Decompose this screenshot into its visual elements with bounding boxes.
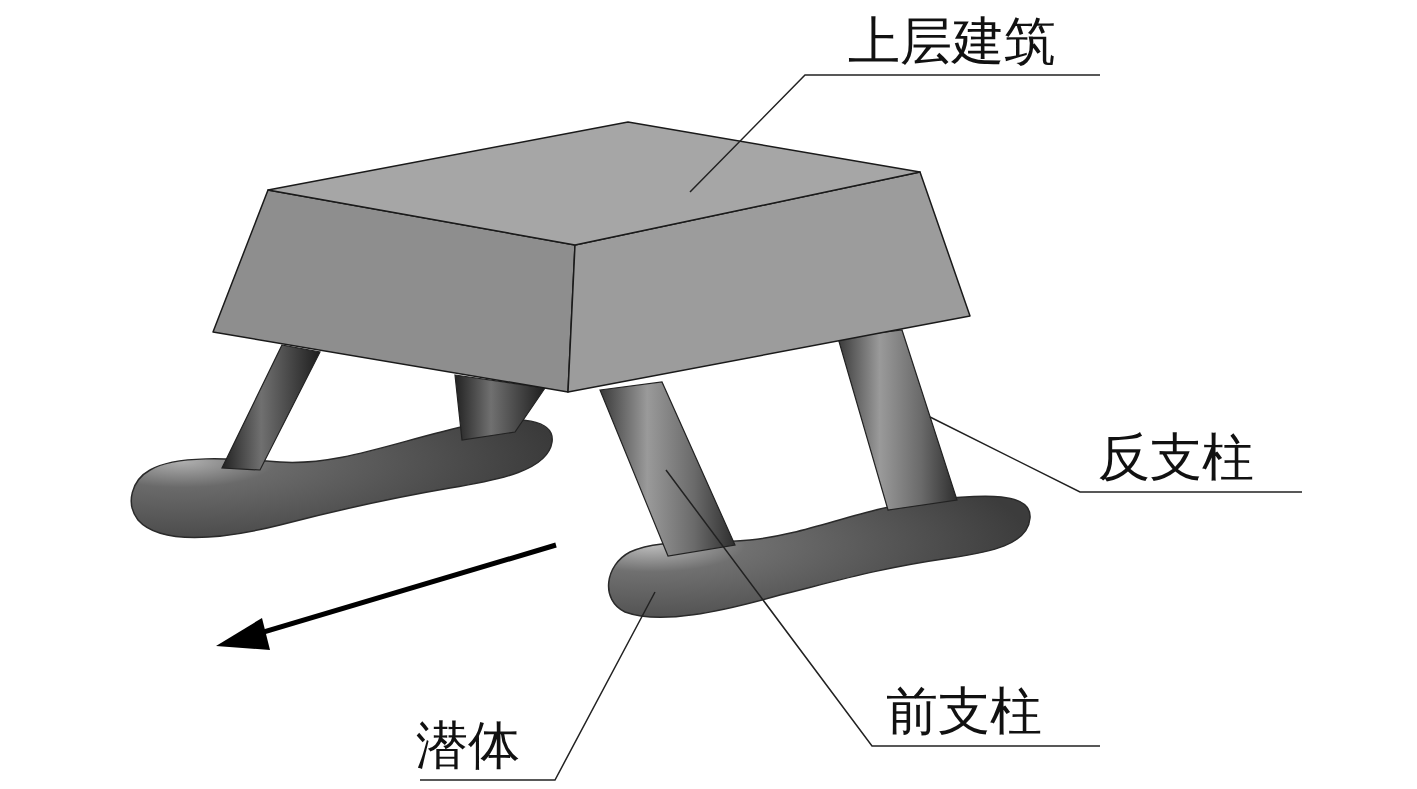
leader-lines <box>420 75 1302 780</box>
rear-strut <box>838 330 957 510</box>
superstructure <box>213 122 970 392</box>
left-front-strut <box>222 345 320 470</box>
left-hull <box>131 420 552 538</box>
part-label: 上层建筑 <box>848 16 1056 68</box>
direction-arrow <box>216 545 556 650</box>
part-label: 潜体 <box>416 720 520 772</box>
front-strut <box>600 382 735 556</box>
part-label: 前支柱 <box>886 686 1042 738</box>
part-label: 反支柱 <box>1098 432 1254 484</box>
